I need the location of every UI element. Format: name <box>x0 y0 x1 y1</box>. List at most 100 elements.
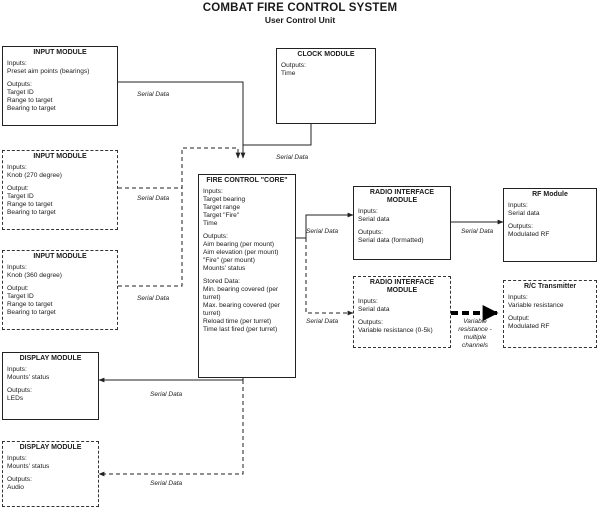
section-heading: Outputs: <box>358 319 383 326</box>
module-header: DISPLAY MODULE <box>19 444 82 451</box>
module-section: Inputs:Serial data <box>358 208 446 224</box>
module-section: Inputs:Variable resistance <box>508 294 592 310</box>
serial-data-label: Serial Data <box>306 318 339 325</box>
module-section: Inputs:Preset aim points (bearings) <box>7 60 113 76</box>
section-item: Serial data <box>358 306 390 313</box>
section-item: Aim elevation (per mount) <box>203 249 279 256</box>
section-heading: Stored Data: <box>203 278 241 285</box>
module-header: INPUT MODULE <box>33 253 87 260</box>
module-section: Outputs:LEDs <box>7 387 94 403</box>
input-module-knob-360: INPUT MODULE Inputs:Knob (360 degree) Outp… <box>2 250 118 330</box>
section-heading: Inputs: <box>7 164 27 171</box>
section-item: LEDs <box>7 395 24 402</box>
module-header: INPUT MODULE <box>33 153 87 160</box>
section-item: Min. bearing covered (per turret) <box>203 286 279 301</box>
section-item: Mounts' status <box>7 374 50 381</box>
section-item: Mounts' status <box>203 265 246 272</box>
section-item: Modulated RF <box>508 323 550 330</box>
section-heading: Inputs: <box>508 202 528 209</box>
section-heading: Outputs: <box>281 62 306 69</box>
section-item: Target ID <box>7 89 34 96</box>
section-item: Bearing to target <box>7 105 56 112</box>
section-item: Serial data <box>508 210 540 217</box>
section-item: Serial data (formatted) <box>358 237 424 244</box>
section-item: Max. bearing covered (per turret) <box>203 302 280 317</box>
serial-data-label: Serial Data <box>150 391 183 398</box>
serial-data-label: Serial Data <box>137 295 170 302</box>
section-item: Reload time (per turret) <box>203 318 272 325</box>
module-header: R/C Transmitter <box>523 283 577 290</box>
section-item: Audio <box>7 484 24 491</box>
section-item: "Fire" (per mount) <box>203 257 255 264</box>
fire-control-core: FIRE CONTROL "CORE" Inputs:Target bearing… <box>198 174 296 378</box>
module-section: Outputs:Time <box>281 62 371 78</box>
section-item: Range to target <box>7 201 53 208</box>
section-heading: Output: <box>508 315 530 322</box>
module-section: Output:Modulated RF <box>508 315 592 331</box>
variable-resistance-label: Variable resistance - multiple channels <box>458 318 492 349</box>
section-item: Target "Fire" <box>203 212 240 219</box>
module-header: FIRE CONTROL "CORE" <box>206 177 288 184</box>
section-item: Serial data <box>358 216 390 223</box>
diagram-title: COMBAT FIRE CONTROL SYSTEM <box>202 2 398 14</box>
section-item: Mounts' status <box>7 463 50 470</box>
diagram-subtitle: User Control Unit <box>264 15 336 25</box>
serial-data-label: Serial Data <box>276 154 309 161</box>
serial-data-label: Serial Data <box>137 195 170 202</box>
section-heading: Inputs: <box>358 208 378 215</box>
wire-core-display2 <box>98 380 244 477</box>
section-heading: Output: <box>7 185 29 192</box>
module-section: Inputs:Knob (270 degree) <box>7 164 113 180</box>
module-section: Inputs:Serial data <box>508 202 592 218</box>
module-header: CLOCK MODULE <box>297 51 355 58</box>
section-heading: Inputs: <box>508 294 528 301</box>
section-item: Time last fired (per turret) <box>203 326 278 333</box>
serial-data-label: Serial Data <box>306 228 339 235</box>
section-item: Knob (270 degree) <box>7 172 62 179</box>
module-section: Inputs:Knob (360 degree) <box>7 264 113 280</box>
wire-clock-core <box>243 124 312 146</box>
section-item: Knob (360 degree) <box>7 272 62 279</box>
serial-data-label: Serial Data <box>461 228 494 235</box>
module-header: DISPLAY MODULE <box>19 355 82 362</box>
module-section: Stored Data:Min. bearing covered (per tu… <box>203 278 291 334</box>
section-item: Target range <box>203 204 241 211</box>
section-item: Bearing to target <box>7 209 56 216</box>
module-section: Inputs:Mounts' status <box>7 455 94 471</box>
section-heading: Outputs: <box>7 81 32 88</box>
section-heading: Outputs: <box>7 387 32 394</box>
wire-core-radio2 <box>305 238 354 316</box>
wire-input3-core <box>118 188 183 287</box>
section-heading: Inputs: <box>7 455 27 462</box>
section-heading: Outputs: <box>203 233 228 240</box>
section-heading: Inputs: <box>7 60 27 67</box>
module-section: Outputs:Serial data (formatted) <box>358 229 446 245</box>
module-section: Outputs:Audio <box>7 476 94 492</box>
input-module-preset: INPUT MODULE Inputs:Preset aim points (be… <box>2 46 118 126</box>
input-module-knob-270: INPUT MODULE Inputs:Knob (270 degree) Outp… <box>2 150 118 230</box>
module-section: Outputs:Modulated RF <box>508 223 592 239</box>
section-heading: Output: <box>7 285 29 292</box>
section-heading: Inputs: <box>7 264 27 271</box>
module-section: Inputs:Mounts' status <box>7 366 94 382</box>
clock-module: CLOCK MODULE Outputs:Time <box>276 48 376 124</box>
section-item: Range to target <box>7 301 53 308</box>
module-header: RF Module <box>532 191 568 198</box>
section-heading: Outputs: <box>7 476 32 483</box>
section-item: Target ID <box>7 193 34 200</box>
wire-core-radio1 <box>296 212 354 239</box>
module-section: Inputs:Serial data <box>358 298 446 314</box>
module-section: Outputs:Aim bearing (per mount)Aim eleva… <box>203 233 291 273</box>
module-header: INPUT MODULE <box>33 49 87 56</box>
section-item: Time <box>281 70 296 77</box>
section-item: Variable resistance <box>508 302 564 309</box>
section-heading: Outputs: <box>358 229 383 236</box>
section-heading: Inputs: <box>203 188 223 195</box>
